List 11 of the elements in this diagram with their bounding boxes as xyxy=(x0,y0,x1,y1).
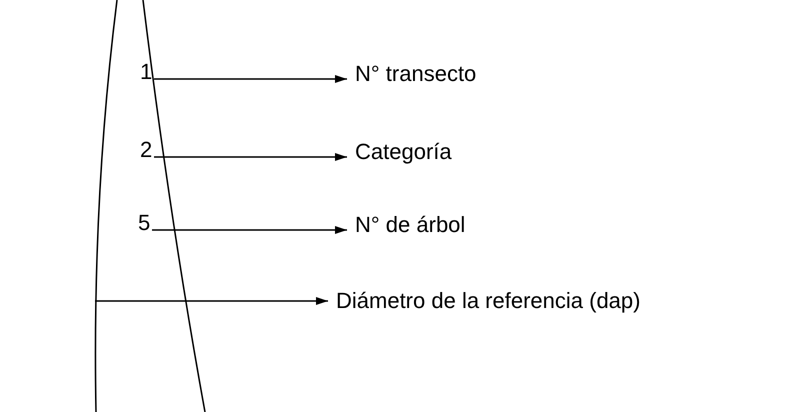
arrow xyxy=(95,297,328,305)
field-label: N° de árbol xyxy=(355,211,466,239)
callout-number: 5 xyxy=(138,209,150,237)
field-label: N° transecto xyxy=(355,60,476,88)
callout-number: 1 xyxy=(140,58,152,86)
field-label: Categoría xyxy=(355,138,452,166)
arrow xyxy=(154,153,347,161)
field-label: Diámetro de la referencia (dap) xyxy=(336,287,640,315)
arrow xyxy=(154,75,347,83)
arrow xyxy=(152,226,347,234)
callout-number: 2 xyxy=(140,136,152,164)
